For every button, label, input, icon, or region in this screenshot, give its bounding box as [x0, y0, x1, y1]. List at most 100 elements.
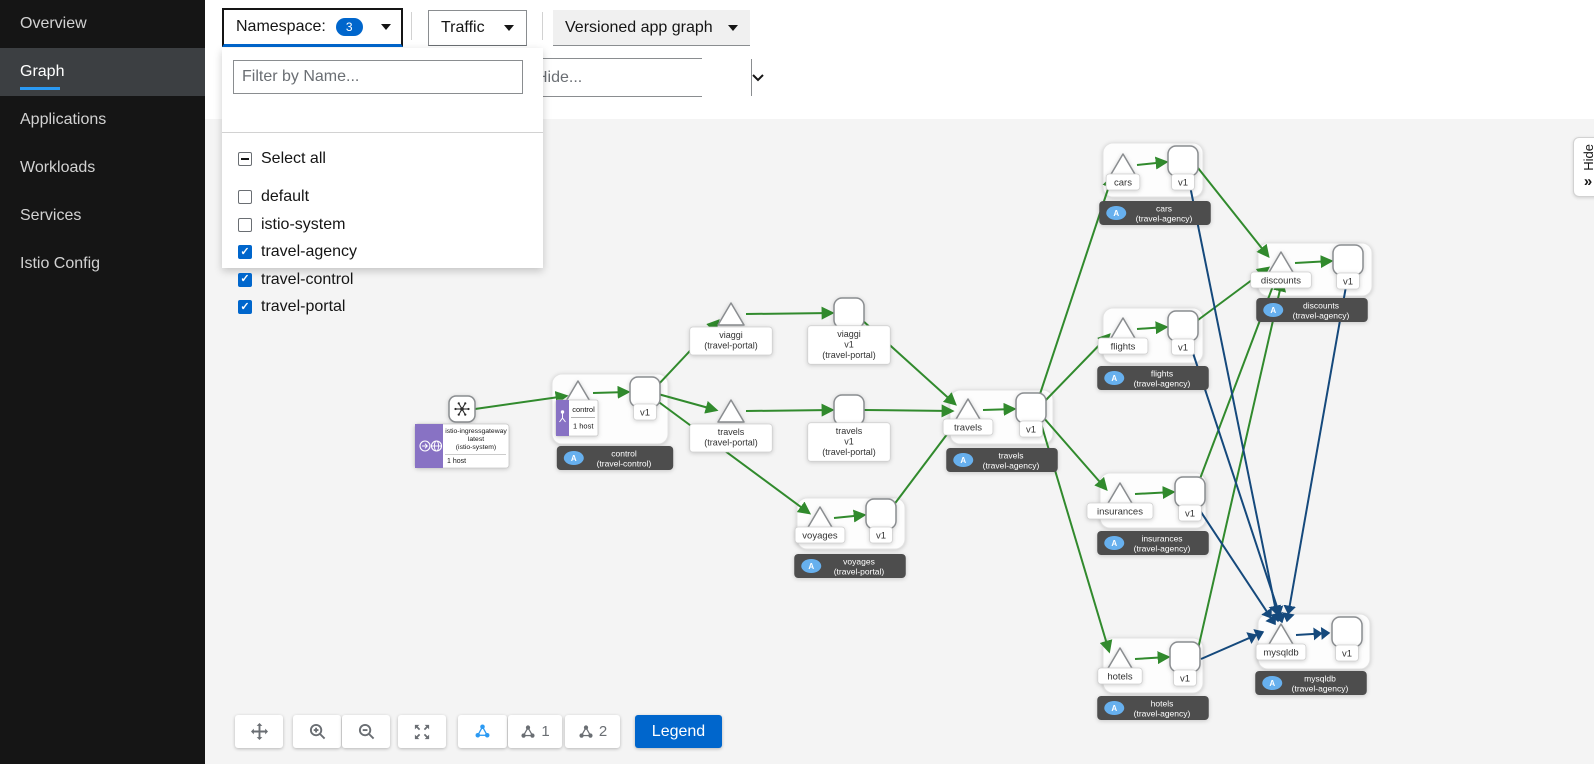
traffic-edge-tcp[interactable]: [1187, 175, 1283, 623]
app-badge-flights[interactable]: [1097, 366, 1209, 390]
node-label: [1097, 337, 1149, 355]
namespace-option-travel-portal[interactable]: travel-portal: [238, 298, 357, 316]
svg-text:A: A: [1269, 679, 1275, 688]
layout-1-button[interactable]: 1: [508, 715, 562, 748]
workload-node-travels-portal[interactable]: [833, 394, 865, 426]
traffic-edge-http[interactable]: [745, 306, 835, 320]
namespace-option-default[interactable]: default: [238, 188, 357, 206]
checkbox[interactable]: [238, 190, 252, 204]
traffic-edge-http[interactable]: [655, 399, 812, 515]
pan-button[interactable]: [235, 715, 283, 748]
chevron-down-icon: [381, 24, 391, 30]
traffic-edge-http[interactable]: [657, 393, 719, 414]
workload-node-control[interactable]: [629, 376, 661, 408]
service-node-viaggi[interactable]: [717, 302, 745, 326]
traffic-edge-http[interactable]: [1136, 321, 1169, 335]
checkbox[interactable]: [238, 272, 252, 287]
traffic-edge-http[interactable]: [592, 385, 631, 399]
traffic-edge-http[interactable]: [863, 404, 955, 418]
hide-preset-select[interactable]: [751, 59, 764, 96]
app-badge-hotels[interactable]: [1097, 696, 1209, 720]
app-badge-travels-agency[interactable]: [946, 448, 1058, 472]
traffic-edge-http[interactable]: [1197, 278, 1287, 650]
svg-text:insurances: insurances: [1141, 534, 1182, 544]
traffic-edge-tcp[interactable]: [1196, 505, 1277, 626]
namespace-filter-input[interactable]: [233, 60, 523, 94]
svg-text:v1: v1: [844, 339, 854, 349]
zoom-out-button[interactable]: [342, 715, 390, 748]
side-panel-collapse-tab[interactable]: Hide »: [1573, 137, 1594, 197]
workload-node-cars[interactable]: [1167, 145, 1199, 177]
checkbox[interactable]: [238, 217, 252, 232]
namespace-option-travel-control[interactable]: travel-control: [238, 271, 357, 289]
zoom-in-button[interactable]: [293, 715, 341, 748]
app-badge-cars[interactable]: [1099, 201, 1211, 225]
workload-node-travels-agency[interactable]: [1015, 392, 1047, 424]
node-label: [1086, 502, 1154, 520]
sidebar-item-applications[interactable]: Applications: [0, 96, 205, 144]
workload-node-discounts[interactable]: [1332, 244, 1364, 276]
sidebar-item-workloads[interactable]: Workloads: [0, 144, 205, 192]
graph-layout-icon: [579, 724, 593, 738]
workload-node-voyages[interactable]: [865, 498, 897, 530]
option-label: travel-control: [261, 270, 354, 288]
app-badge-voyages[interactable]: [794, 554, 906, 578]
node-label: [689, 326, 773, 356]
traffic-edge-http[interactable]: [1134, 651, 1171, 665]
traffic-edge-http[interactable]: [1294, 255, 1334, 269]
traffic-edge-tcp[interactable]: [1200, 629, 1265, 660]
namespace-dropdown-toggle[interactable]: Namespace: 3: [222, 8, 403, 47]
service-node-travels-portal[interactable]: [717, 399, 745, 423]
layout-2-button[interactable]: 2: [565, 715, 620, 748]
namespace-count-badge: 3: [335, 18, 363, 36]
namespace-option-travel-agency[interactable]: travel-agency: [238, 243, 357, 261]
app-badge-discounts[interactable]: [1256, 298, 1368, 322]
select-all-checkbox[interactable]: [238, 152, 252, 166]
traffic-edge-http[interactable]: [1134, 486, 1176, 500]
svg-text:control: control: [572, 405, 595, 414]
traffic-edge-http[interactable]: [1136, 156, 1169, 170]
sidebar-item-istio-config[interactable]: Istio Config: [0, 240, 205, 288]
workload-node-viaggi[interactable]: [833, 297, 865, 329]
workload-node-hotels[interactable]: [1169, 641, 1201, 673]
sidebar: Overview Graph Applications Workloads Se…: [0, 0, 205, 764]
traffic-edge-http[interactable]: [1197, 167, 1270, 259]
sidebar-item-graph[interactable]: Graph: [0, 48, 205, 96]
toolbar-divider: [542, 12, 543, 40]
app-badge-insurances[interactable]: [1097, 531, 1209, 555]
select-all-option[interactable]: Select all: [238, 150, 326, 168]
node-label: [1171, 338, 1195, 356]
legend-button[interactable]: Legend: [635, 715, 722, 748]
traffic-edge-tcp[interactable]: [1282, 274, 1349, 623]
app-badge-mysqldb[interactable]: [1255, 671, 1367, 695]
svg-text:(travel-portal): (travel-portal): [834, 567, 885, 577]
workload-node-mysqldb[interactable]: [1331, 616, 1363, 648]
app-badge-control[interactable]: [556, 446, 674, 470]
layout-default-button[interactable]: [458, 715, 507, 748]
traffic-dropdown-toggle[interactable]: Traffic: [428, 10, 527, 46]
traffic-edge-http[interactable]: [1042, 416, 1108, 491]
hide-input[interactable]: [528, 59, 751, 96]
expand-arrows-icon: [414, 724, 430, 739]
traffic-edge-http[interactable]: [474, 391, 569, 410]
checkbox[interactable]: [238, 300, 252, 314]
svg-text:latest: latest: [468, 436, 484, 443]
namespace-options: default istio-system travel-agency trave…: [238, 188, 357, 316]
fit-to-screen-button[interactable]: [398, 715, 446, 748]
traffic-edge-tcp[interactable]: [1295, 627, 1331, 641]
panel-divider: [222, 132, 543, 133]
workload-node-flights[interactable]: [1167, 310, 1199, 342]
svg-text:insurances: insurances: [1097, 507, 1143, 518]
graph-type-dropdown-toggle[interactable]: Versioned app graph: [553, 10, 750, 46]
traffic-edge-http[interactable]: [982, 402, 1017, 416]
sidebar-item-services[interactable]: Services: [0, 192, 205, 240]
namespace-option-istio-system[interactable]: istio-system: [238, 216, 357, 234]
svg-text:viaggi: viaggi: [719, 330, 743, 340]
sidebar-item-overview[interactable]: Overview: [0, 0, 205, 48]
workload-node-insurances[interactable]: [1174, 476, 1206, 508]
checkbox[interactable]: [238, 245, 252, 259]
svg-text:(travel-control): (travel-control): [597, 459, 652, 469]
traffic-edge-http[interactable]: [745, 403, 835, 417]
traffic-edge-http[interactable]: [833, 509, 867, 523]
